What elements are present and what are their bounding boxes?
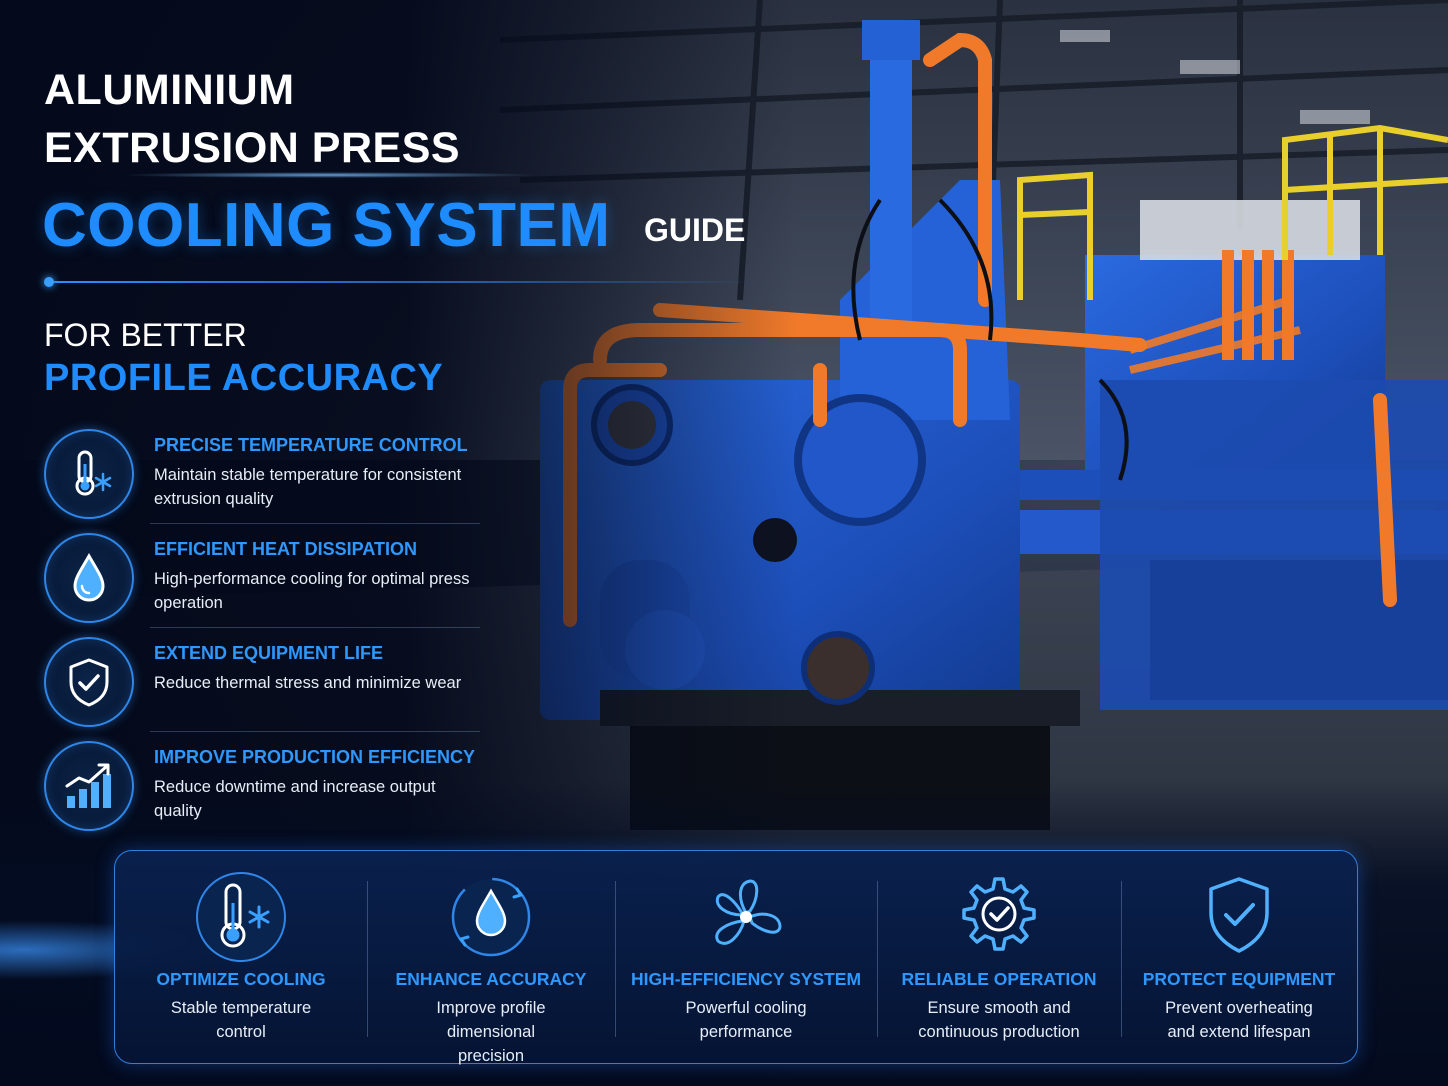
benefit-title: RELIABLE OPERATION bbox=[901, 969, 1097, 989]
feature-description: Reduce downtime and increase output qual… bbox=[154, 778, 436, 820]
feature-separator bbox=[150, 627, 480, 628]
benefit-high-efficiency-system: HIGH-EFFICIENCY SYSTEM Powerful cooling … bbox=[615, 851, 877, 1063]
gear-check-icon bbox=[962, 877, 1036, 951]
panel-divider bbox=[615, 881, 616, 1037]
fan-icon bbox=[715, 879, 782, 945]
divider-dot bbox=[44, 277, 54, 287]
benefit-protect-equipment: PROTECT EQUIPMENT Prevent overheating an… bbox=[1121, 851, 1357, 1063]
divider-line bbox=[54, 281, 754, 283]
subtitle-for-better: FOR BETTER bbox=[44, 317, 247, 353]
feature-title: EFFICIENT HEAT DISSIPATION bbox=[154, 539, 418, 559]
feature-description: High-performance cooling for optimal pre… bbox=[154, 570, 470, 612]
benefit-description: Ensure smooth and continuous production bbox=[918, 999, 1080, 1041]
water-drop-cycle-icon bbox=[451, 877, 531, 957]
thermometer-snowflake-icon bbox=[44, 429, 134, 519]
feature-item-heat-dissipation: EFFICIENT HEAT DISSIPATION High-performa… bbox=[44, 533, 484, 637]
feature-item-equipment-life: EXTEND EQUIPMENT LIFE Reduce thermal str… bbox=[44, 637, 484, 741]
shield-check-icon bbox=[44, 637, 134, 727]
subtitle-profile-accuracy: PROFILE ACCURACY bbox=[44, 357, 444, 399]
feature-separator bbox=[150, 731, 480, 732]
feature-title: EXTEND EQUIPMENT LIFE bbox=[154, 643, 384, 663]
benefit-title: PROTECT EQUIPMENT bbox=[1142, 969, 1336, 989]
light-flare bbox=[120, 172, 540, 178]
benefit-title: HIGH-EFFICIENCY SYSTEM bbox=[630, 969, 862, 989]
title-line-extrusion-press: EXTRUSION PRESS bbox=[44, 124, 461, 172]
panel-divider bbox=[1121, 881, 1122, 1037]
water-drop-icon bbox=[44, 533, 134, 623]
panel-divider bbox=[877, 881, 878, 1037]
benefit-description: Improve profile dimensional precision bbox=[436, 999, 546, 1065]
shield-check-icon bbox=[1209, 877, 1269, 953]
benefit-title: ENHANCE ACCURACY bbox=[395, 969, 587, 989]
thermometer-snowflake-icon bbox=[196, 872, 286, 962]
title-line-aluminium: ALUMINIUM bbox=[44, 66, 295, 114]
benefit-enhance-accuracy: ENHANCE ACCURACY Improve profile dimensi… bbox=[367, 851, 615, 1065]
benefits-panel: OPTIMIZE COOLING Stable temperature cont… bbox=[114, 850, 1358, 1065]
feature-item-temperature-control: PRECISE TEMPERATURE CONTROL Maintain sta… bbox=[44, 429, 484, 533]
title-guide: GUIDE bbox=[644, 212, 746, 248]
feature-title: IMPROVE PRODUCTION EFFICIENCY bbox=[154, 747, 476, 767]
benefit-description: Powerful cooling performance bbox=[685, 999, 807, 1041]
feature-description: Maintain stable temperature for consiste… bbox=[154, 466, 462, 508]
benefit-description: Prevent overheating and extend lifespan bbox=[1165, 999, 1313, 1041]
benefit-title: OPTIMIZE COOLING bbox=[156, 969, 326, 989]
feature-description: Reduce thermal stress and minimize wear bbox=[154, 674, 462, 692]
feature-item-production-efficiency: IMPROVE PRODUCTION EFFICIENCY Reduce dow… bbox=[44, 741, 484, 845]
benefit-description: Stable temperature control bbox=[170, 999, 312, 1041]
benefit-optimize-cooling: OPTIMIZE COOLING Stable temperature cont… bbox=[115, 851, 367, 1063]
benefit-reliable-operation: RELIABLE OPERATION Ensure smooth and con… bbox=[877, 851, 1121, 1063]
growth-chart-icon bbox=[44, 741, 134, 831]
title-cooling-system: COOLING SYSTEM bbox=[42, 191, 611, 260]
feature-separator bbox=[150, 523, 480, 524]
panel-divider bbox=[367, 881, 368, 1037]
feature-title: PRECISE TEMPERATURE CONTROL bbox=[154, 435, 468, 455]
